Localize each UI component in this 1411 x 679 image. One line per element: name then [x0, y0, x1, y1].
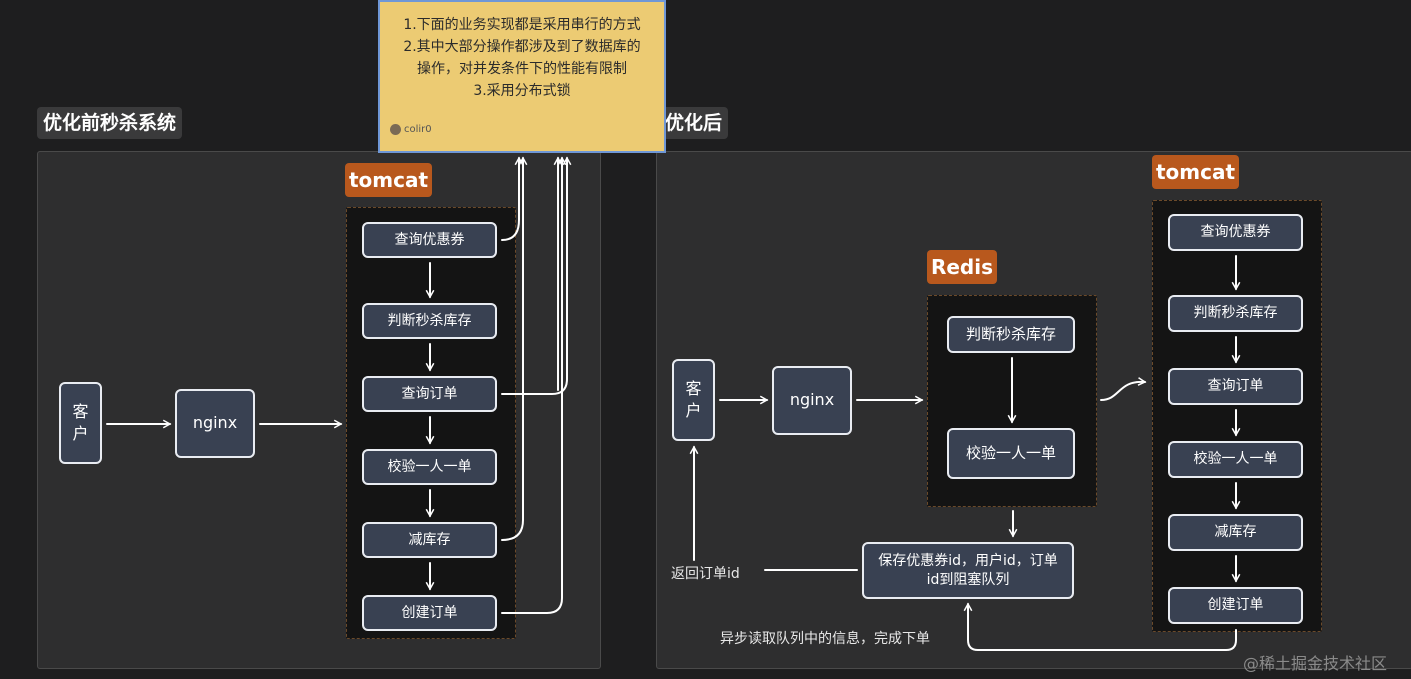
before-step-create-order: 创建订单	[362, 595, 497, 631]
before-panel	[37, 151, 601, 669]
before-tomcat-badge: tomcat	[345, 163, 432, 197]
before-tomcat-container	[346, 207, 516, 639]
after-tomcat-badge: tomcat	[1152, 155, 1239, 189]
note-line-1: 1.下面的业务实现都是采用串行的方式	[403, 17, 641, 33]
after-nginx-node: nginx	[772, 366, 852, 435]
after-step-query-order: 查询订单	[1168, 368, 1303, 405]
before-step-check-stock: 判断秒杀库存	[362, 303, 497, 339]
after-section-title: 优化后	[659, 107, 729, 139]
before-section-title: 优化前秒杀系统	[37, 107, 183, 139]
watermark: @稀土掘金技术社区	[1243, 654, 1388, 673]
before-nginx-node: nginx	[175, 389, 255, 458]
note-author: colir0	[390, 119, 432, 141]
after-step-query-coupon: 查询优惠券	[1168, 214, 1303, 251]
after-async-label: 异步读取队列中的信息，完成下单	[720, 631, 930, 647]
after-step-reduce-stock: 减库存	[1168, 514, 1303, 551]
after-client-node: 客户	[672, 359, 715, 441]
before-step-query-coupon: 查询优惠券	[362, 222, 497, 258]
before-client-node: 客户	[59, 382, 102, 464]
note-line-2: 2.其中大部分操作都涉及到了数据库的	[403, 39, 641, 55]
note-line-3: 操作，对并发条件下的性能有限制	[417, 61, 627, 77]
note-line-4: 3.采用分布式锁	[473, 83, 571, 99]
after-return-order-id-label: 返回订单id	[671, 566, 740, 582]
after-redis-step-check-stock: 判断秒杀库存	[947, 316, 1075, 353]
after-tomcat-container	[1152, 200, 1322, 632]
before-step-query-order: 查询订单	[362, 376, 497, 412]
note-author-name: colir0	[404, 124, 432, 135]
after-queue-node: 保存优惠券id，用户id，订单id到阻塞队列	[862, 542, 1074, 599]
after-redis-badge: Redis	[927, 250, 997, 284]
after-step-check-stock: 判断秒杀库存	[1168, 295, 1303, 332]
after-step-one-per-user: 校验一人一单	[1168, 441, 1303, 478]
before-step-reduce-stock: 减库存	[362, 522, 497, 558]
before-step-one-per-user: 校验一人一单	[362, 449, 497, 485]
after-step-create-order: 创建订单	[1168, 587, 1303, 624]
author-avatar-icon	[390, 123, 401, 135]
sticky-note: 1.下面的业务实现都是采用串行的方式 2.其中大部分操作都涉及到了数据库的 操作…	[378, 0, 666, 153]
after-redis-step-one-per-user: 校验一人一单	[947, 428, 1075, 479]
